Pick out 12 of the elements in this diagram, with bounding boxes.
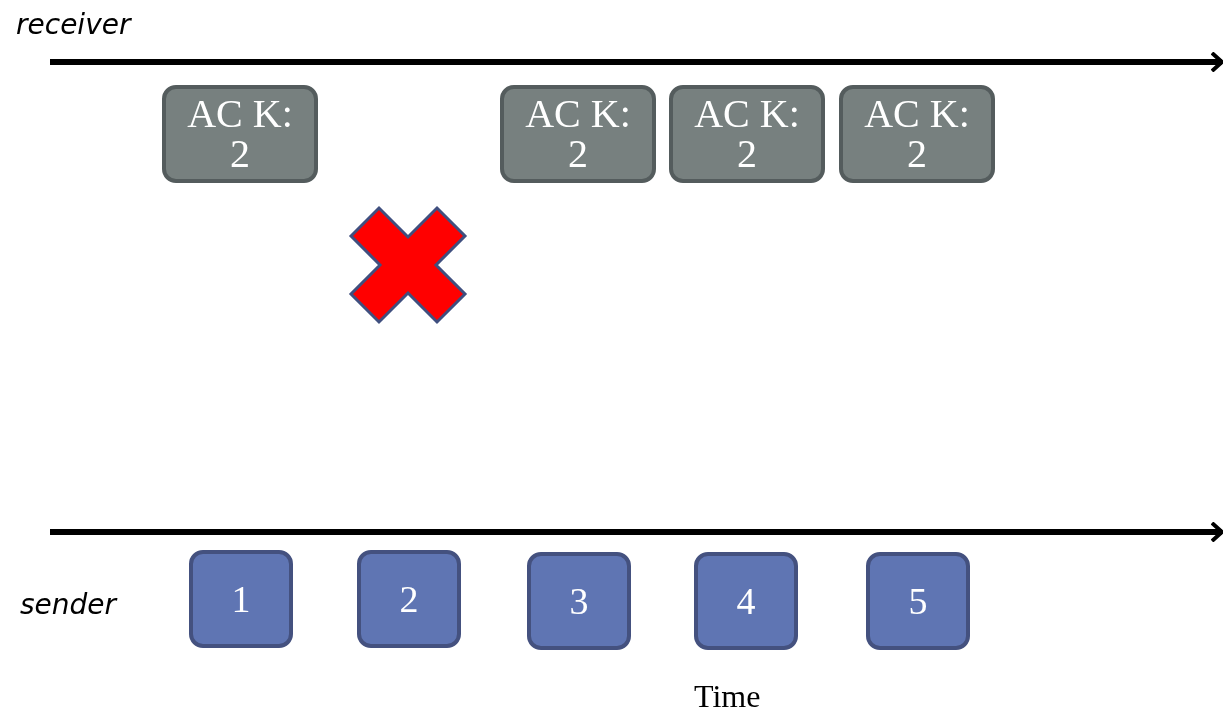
data-packet: 5: [866, 552, 970, 650]
axis-label: receiver: [16, 8, 131, 41]
ack-packet: AC K: 2: [669, 85, 825, 183]
data-packet: 3: [527, 552, 631, 650]
axis-label: Time: [694, 678, 761, 712]
ack-packet: AC K: 2: [162, 85, 318, 183]
data-packet: 2: [357, 550, 461, 648]
ack-packet: AC K: 2: [839, 85, 995, 183]
ack-packet: AC K: 2: [500, 85, 656, 183]
data-packet: 4: [694, 552, 798, 650]
data-packet: 1: [189, 550, 293, 648]
axis-label: sender: [20, 588, 117, 621]
